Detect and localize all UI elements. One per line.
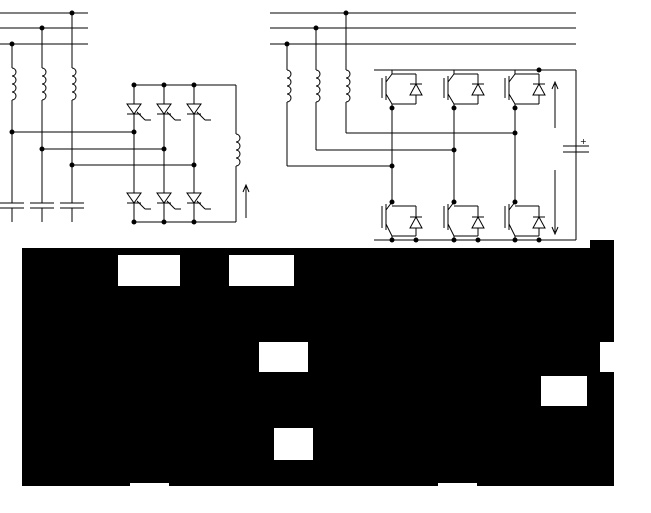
igbt-icon — [381, 201, 423, 240]
right-circuit: + — [270, 10, 589, 243]
left-circuit — [0, 10, 250, 225]
thyristor-icon — [156, 103, 181, 121]
left-feeders — [9, 129, 197, 168]
igbt-icon — [381, 70, 423, 108]
thyristor-icon — [156, 192, 181, 210]
arrow-up-icon — [242, 183, 250, 218]
left-phase-buses — [0, 10, 88, 47]
capacitor-polarity-label: + — [580, 137, 587, 146]
redaction-mask — [22, 240, 614, 487]
right-phase-buses — [270, 10, 576, 47]
voltage-arrow-icon — [551, 80, 559, 236]
inverter-bridge — [374, 67, 577, 243]
dc-inductor-icon — [235, 133, 241, 167]
igbt-icon — [504, 70, 546, 108]
left-phase-inductors — [11, 13, 77, 200]
left-filter-capacitors — [0, 200, 84, 222]
thyristor-icon — [186, 103, 211, 121]
dc-link-capacitor: + — [563, 70, 589, 240]
right-phase-inductors — [286, 13, 518, 169]
igbt-icon — [443, 201, 485, 240]
thyristor-icon — [126, 103, 151, 121]
igbt-icon — [443, 70, 485, 108]
igbt-icon — [504, 201, 546, 240]
left-thyristor-bridge — [126, 82, 250, 225]
thyristor-icon — [186, 192, 211, 210]
thyristor-icon — [126, 192, 151, 210]
